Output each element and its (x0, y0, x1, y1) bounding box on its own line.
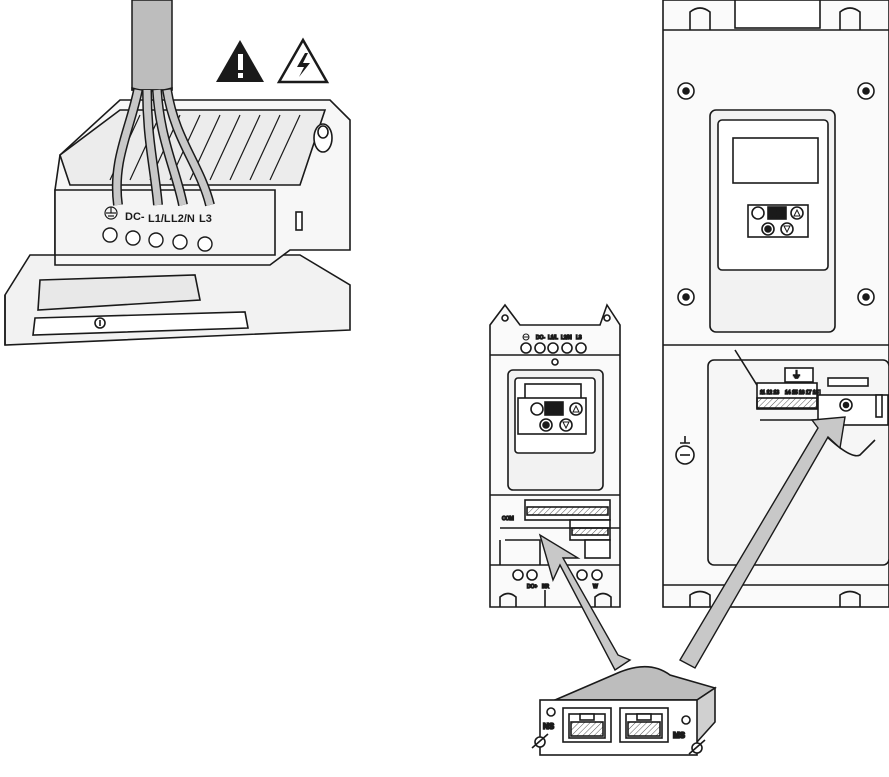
terminal-screw (125, 230, 141, 246)
terminal-screw (172, 234, 188, 250)
svg-text:OK: OK (548, 407, 559, 414)
terminal-screw (526, 569, 538, 581)
ms-label: MS (673, 731, 686, 740)
terminal-screw (547, 342, 559, 354)
svg-text:11 12 13: 11 12 13 (760, 390, 779, 396)
ok-button (544, 401, 564, 416)
terminal-label-dc-minus: DC- (125, 211, 145, 223)
insert-arrow-large-drive (679, 416, 846, 669)
svg-text:L3: L3 (576, 335, 582, 341)
power-cable (111, 0, 215, 207)
ethernet-port-1 (562, 707, 612, 743)
terminal-label-l2n: L2/N (171, 213, 195, 225)
front-cover (37, 274, 201, 311)
ns-status-led (546, 707, 556, 717)
up-button (790, 206, 804, 220)
terminal-screw (197, 236, 213, 252)
terminal-screw (148, 232, 164, 248)
padlock-icon (675, 436, 695, 465)
communication-module: NS MS (531, 665, 717, 756)
display-screen (732, 137, 819, 184)
ns-label: NS (543, 722, 555, 731)
svg-text:BR: BR (542, 584, 549, 590)
thumb-screw (531, 733, 549, 749)
svg-text:L1/L: L1/L (548, 335, 558, 341)
svg-text:⏚: ⏚ (792, 370, 801, 380)
down-button (559, 418, 573, 432)
svg-text:W: W (593, 584, 598, 590)
terminal-label-l3: L3 (199, 213, 212, 225)
earth-ground-icon (104, 206, 118, 220)
small-drive-unit: DC- L1/L L2/N L3 OK COM (489, 303, 621, 608)
power-button (751, 206, 765, 220)
svg-text:DC+: DC+ (527, 584, 537, 590)
warning-icon (216, 40, 264, 82)
thumb-screw (688, 739, 706, 755)
svg-text:OK: OK (771, 211, 782, 218)
terminal-label-l1: L1/L (148, 213, 171, 225)
terminal-screw (561, 342, 573, 354)
terminal-screw (534, 342, 546, 354)
ok-button (767, 206, 787, 220)
terminal-screw (591, 569, 603, 581)
ethernet-port-2 (619, 707, 669, 743)
svg-text:COM: COM (502, 516, 514, 522)
ms-status-led (681, 715, 691, 725)
insert-arrow-small-drive (538, 533, 632, 672)
terminal-screw (575, 342, 587, 354)
up-button (569, 402, 583, 416)
terminal-screw (102, 227, 118, 243)
terminal-screw (520, 342, 532, 354)
terminal-labels: DC- L1/L L2/N L3 (102, 206, 213, 252)
down-button (780, 222, 794, 236)
svg-text:DC-: DC- (536, 335, 545, 341)
high-voltage-icon (276, 37, 330, 84)
svg-text:14 15 16 17 18: 14 15 16 17 18 (785, 390, 819, 396)
terminal-screw (576, 569, 588, 581)
svg-text:L2/N: L2/N (561, 335, 572, 341)
power-button (530, 402, 544, 416)
earth-ground-icon (522, 333, 530, 341)
terminal-screw (512, 569, 524, 581)
